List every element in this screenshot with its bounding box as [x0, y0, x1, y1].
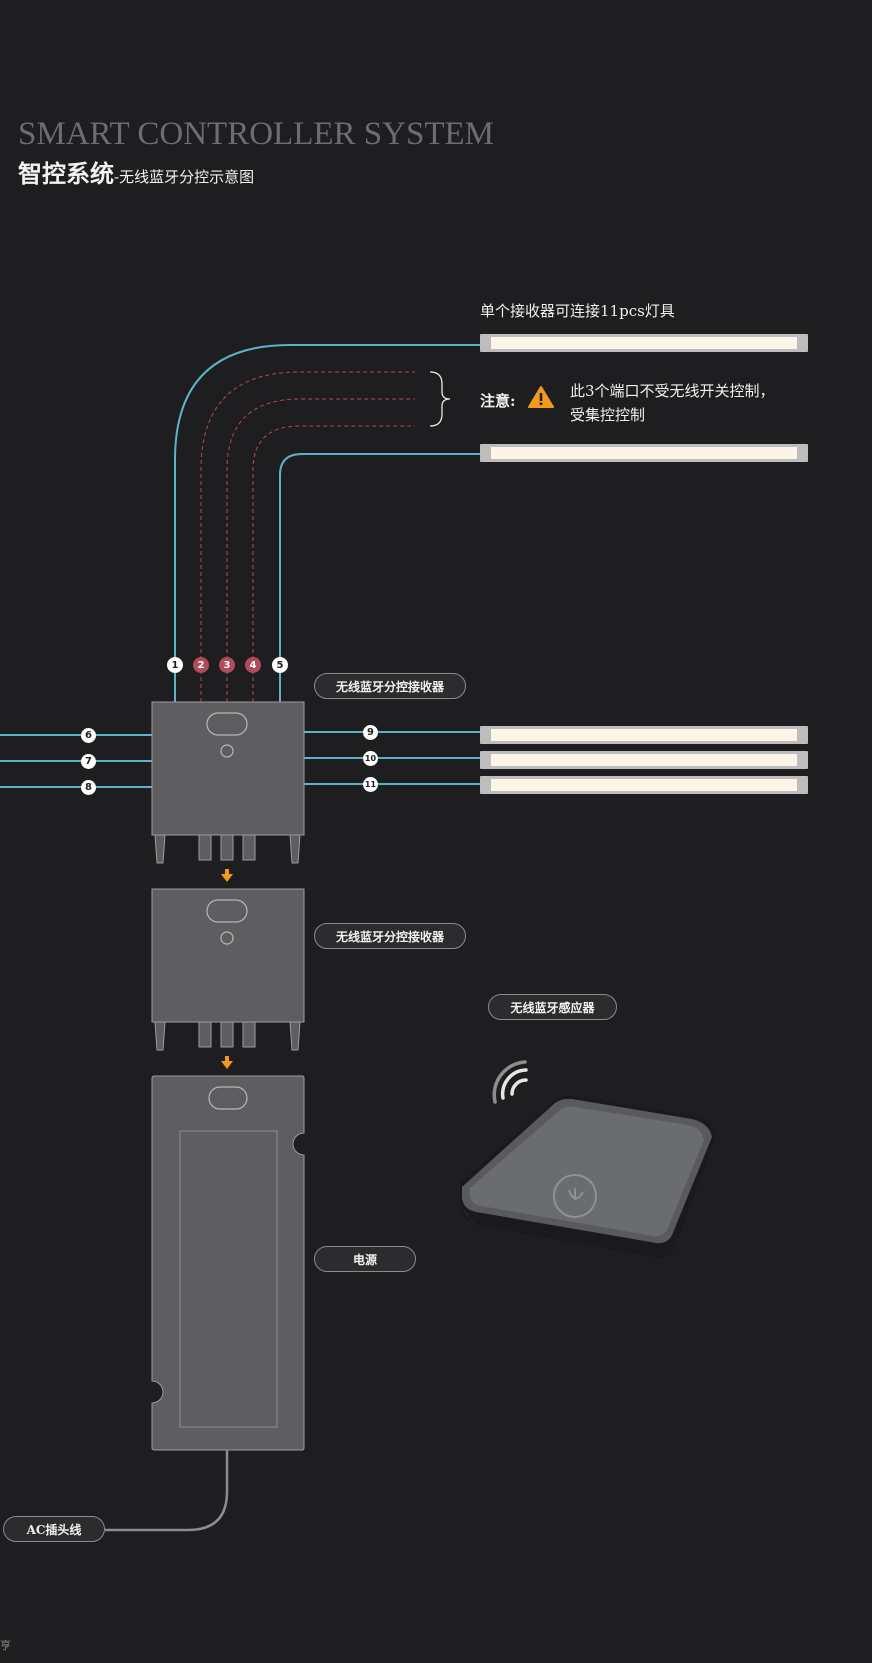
- receiver-module-1: [151, 701, 305, 864]
- sensor-label: 无线蓝牙感应器: [488, 994, 617, 1020]
- wire-port-3: [226, 398, 415, 702]
- port-number: 3: [223, 659, 231, 671]
- wire-port-2: [200, 371, 415, 702]
- port-badge-3: 3: [219, 657, 235, 673]
- receiver-label-2: 无线蓝牙分控接收器: [314, 923, 466, 949]
- port-number: 5: [276, 659, 284, 671]
- sensor-device: [460, 1095, 716, 1258]
- port-number: 8: [85, 782, 92, 793]
- port-badge-6: 6: [81, 728, 96, 743]
- port-number: 6: [85, 730, 92, 741]
- port-badge-7: 7: [81, 754, 96, 769]
- title-sub: -无线蓝牙分控示意图: [114, 168, 255, 186]
- port-number: 10: [364, 754, 377, 763]
- wifi-signal-icon: [492, 1060, 528, 1104]
- brace: [429, 371, 451, 427]
- title-chinese: 智控系统-无线蓝牙分控示意图: [18, 154, 254, 189]
- arrow-down-icon-2: [221, 1056, 233, 1069]
- arrow-down-icon-1: [221, 869, 233, 882]
- port-number: 4: [249, 659, 257, 671]
- port-badge-8: 8: [81, 780, 96, 795]
- port-number: 7: [85, 756, 92, 767]
- warning-icon: [528, 385, 554, 409]
- lamp-right-9: [480, 726, 808, 744]
- title-main: 智控系统: [18, 159, 114, 188]
- port-badge-11: 11: [363, 777, 378, 792]
- warning-line-2: 受集控控制: [570, 406, 646, 424]
- port-number: 11: [364, 780, 377, 789]
- port-badge-5: 5: [272, 657, 288, 673]
- title-english: SMART CONTROLLER SYSTEM: [18, 116, 494, 152]
- footer-mark: 亨: [0, 1639, 11, 1652]
- port-badge-4: 4: [245, 657, 261, 673]
- port-number: 2: [197, 659, 205, 671]
- port-badge-2: 2: [193, 657, 209, 673]
- port-badge-10: 10: [363, 751, 378, 766]
- power-label: 电源: [314, 1246, 416, 1272]
- wire-port-1: [174, 344, 482, 702]
- top-note: 单个接收器可连接11pcs灯具: [480, 302, 675, 320]
- wire-port-5: [279, 453, 482, 702]
- ac-plug-label: AC插头线: [3, 1516, 105, 1542]
- lamp-right-11: [480, 776, 808, 794]
- ac-cable: [105, 1450, 229, 1532]
- receiver-module-2: [151, 888, 305, 1051]
- port-badge-1: 1: [167, 657, 183, 673]
- port-number: 9: [367, 727, 374, 738]
- port-badge-9: 9: [363, 725, 378, 740]
- power-supply: [151, 1075, 305, 1451]
- receiver-label-1: 无线蓝牙分控接收器: [314, 673, 466, 699]
- wire-port-4: [252, 425, 415, 702]
- lamp-right-10: [480, 751, 808, 769]
- warning-label: 注意:: [480, 392, 516, 410]
- port-number: 1: [171, 659, 179, 671]
- lamp-top-2: [480, 444, 808, 462]
- lamp-top-1: [480, 334, 808, 352]
- warning-line-1: 此3个端口不受无线开关控制，: [570, 382, 775, 400]
